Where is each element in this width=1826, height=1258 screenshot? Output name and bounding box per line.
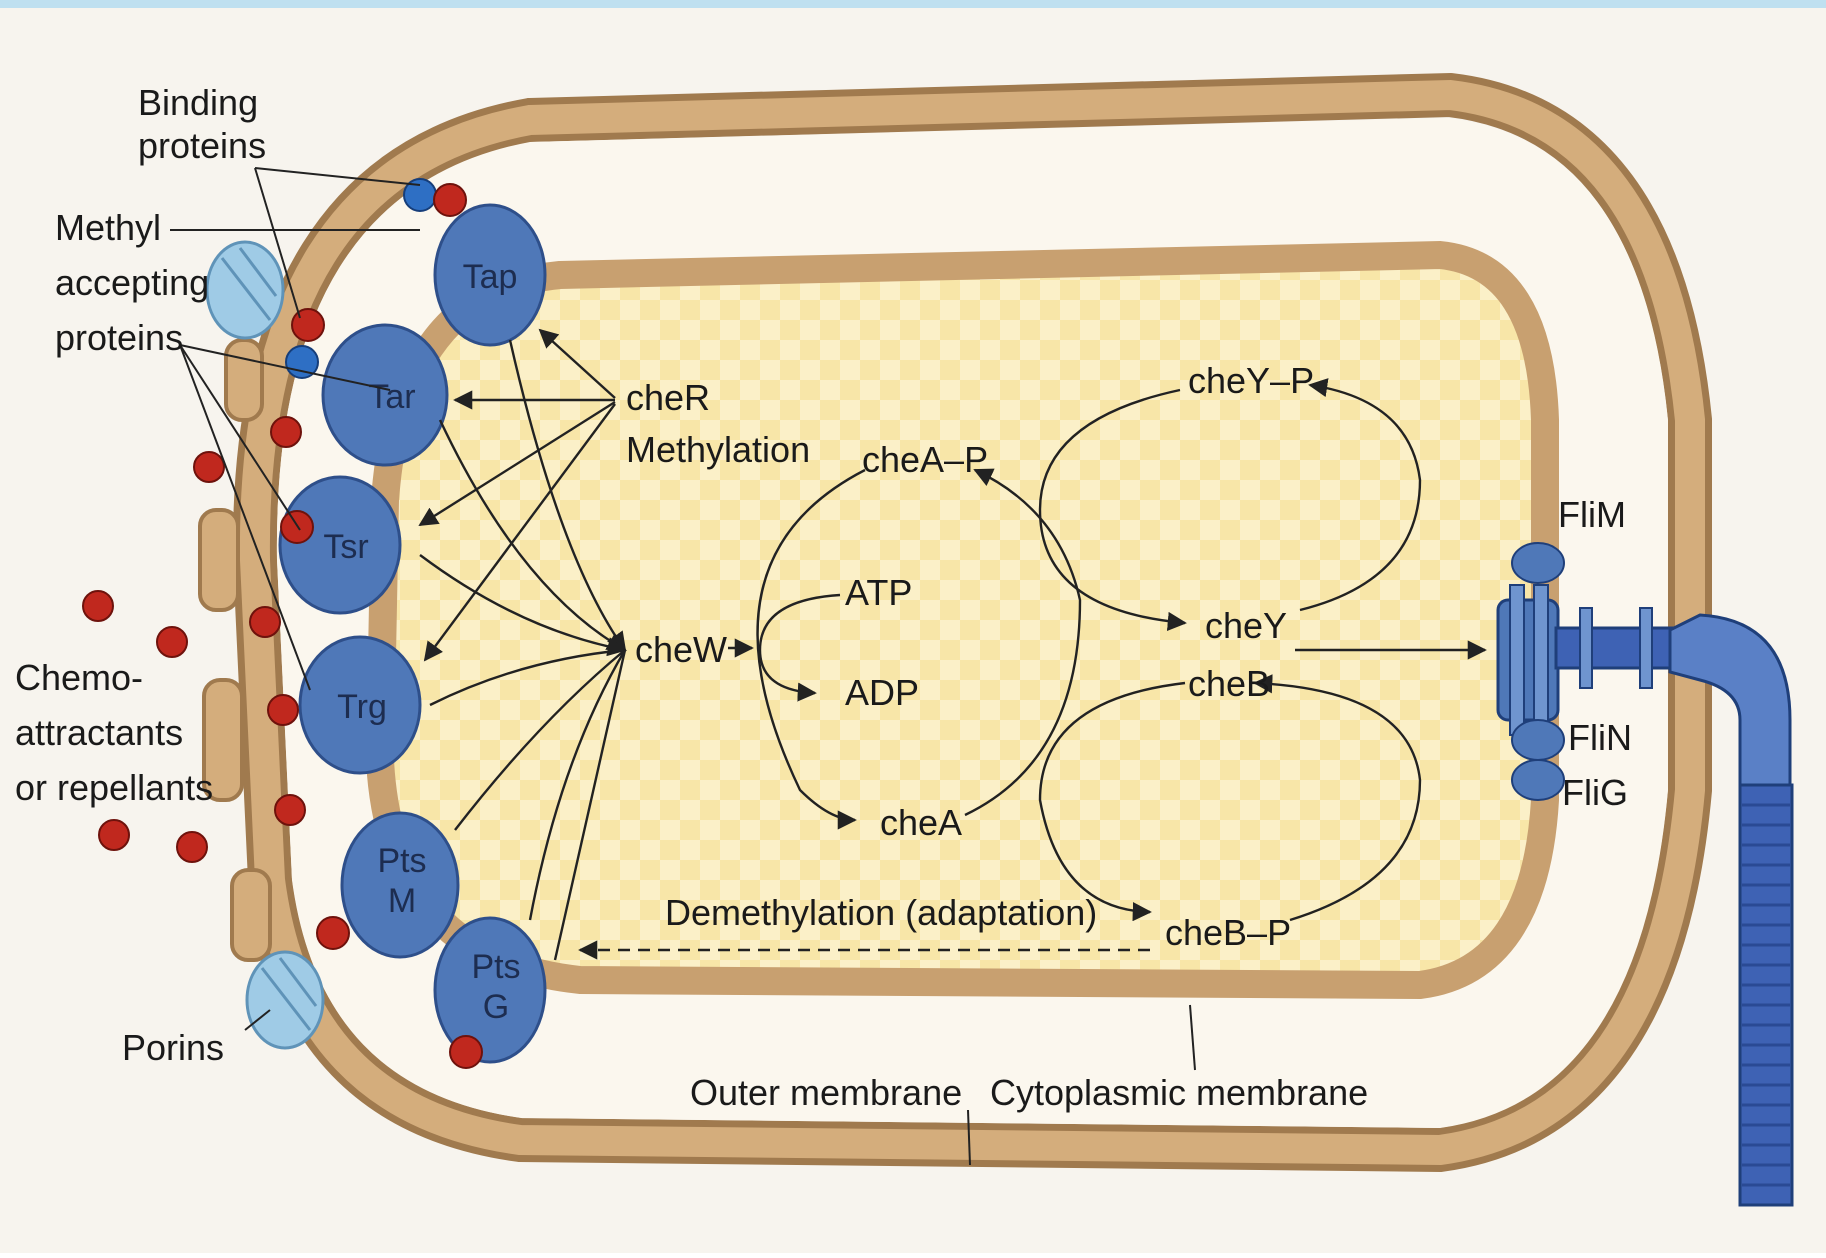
receptor-tap: Tap <box>435 205 545 345</box>
receptor-pts-g-label-1: Pts <box>471 948 520 986</box>
demethylation-label: Demethylation (adaptation) <box>665 892 1097 933</box>
adp-label: ADP <box>845 672 919 713</box>
chew-label: cheW <box>635 629 727 670</box>
receptor-trg-label: Trg <box>337 688 387 726</box>
receptor-pts-m-label-1: Pts <box>377 842 426 880</box>
cytoplasmic-membrane <box>380 255 1545 985</box>
binding-proteins-label-line-2: proteins <box>138 125 266 166</box>
receptor-pts-m: Pts M <box>342 813 458 957</box>
flim-label: FliM <box>1558 494 1626 535</box>
receptor-tsr-label: Tsr <box>323 528 368 566</box>
receptor-tar: Tar <box>323 325 447 465</box>
atp-label: ATP <box>845 572 912 613</box>
methylation-label: Methylation <box>626 429 810 470</box>
porin-bottom <box>247 952 323 1048</box>
cytoplasmic-membrane-label: Cytoplasmic membrane <box>990 1072 1368 1113</box>
cher-label: cheR <box>626 377 710 418</box>
methyl-label-line-3: proteins <box>55 317 183 358</box>
cheb-p-label: cheB–P <box>1165 912 1291 953</box>
receptor-pts-g: Pts G <box>435 918 545 1062</box>
receptor-tsr: Tsr <box>280 477 400 613</box>
cheb-label: cheB <box>1188 663 1270 704</box>
receptor-tar-label: Tar <box>368 378 415 416</box>
chey-p-label: cheY–P <box>1188 360 1314 401</box>
chea-p-label: cheA–P <box>862 439 988 480</box>
receptor-pts-g-label-2: G <box>483 988 509 1026</box>
flin-label: FliN <box>1568 717 1632 758</box>
outer-membrane-label: Outer membrane <box>690 1072 962 1113</box>
receptor-trg: Trg <box>300 637 420 773</box>
chey-label: cheY <box>1205 605 1287 646</box>
methyl-label-line-2: accepting <box>55 262 209 303</box>
top-border <box>0 0 1826 8</box>
chemo-label-line-2: attractants <box>15 712 183 753</box>
receptor-tap-label: Tap <box>463 258 518 296</box>
chea-label: cheA <box>880 802 962 843</box>
methyl-label-line-1: Methyl <box>55 207 161 248</box>
flig-label: FliG <box>1562 772 1628 813</box>
receptor-pts-m-label-2: M <box>388 882 416 920</box>
chemo-label-line-1: Chemo- <box>15 657 143 698</box>
porins-label: Porins <box>122 1027 224 1068</box>
porin-top <box>207 242 283 338</box>
chemo-label-line-3: or repellants <box>15 767 213 808</box>
binding-proteins-label-line-1: Binding <box>138 82 258 123</box>
